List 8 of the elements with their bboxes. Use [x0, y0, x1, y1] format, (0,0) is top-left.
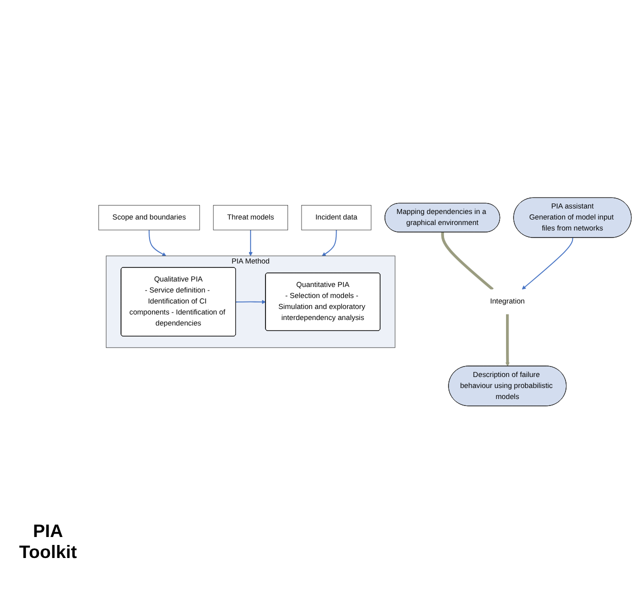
arrow	[506, 314, 510, 366]
section-label: PIA Toolkit	[18, 521, 78, 563]
arrow	[248, 229, 253, 256]
arrow	[322, 229, 337, 256]
arrow	[522, 237, 574, 290]
connector	[441, 232, 494, 290]
arrow	[235, 300, 266, 304]
arrow	[148, 229, 166, 256]
